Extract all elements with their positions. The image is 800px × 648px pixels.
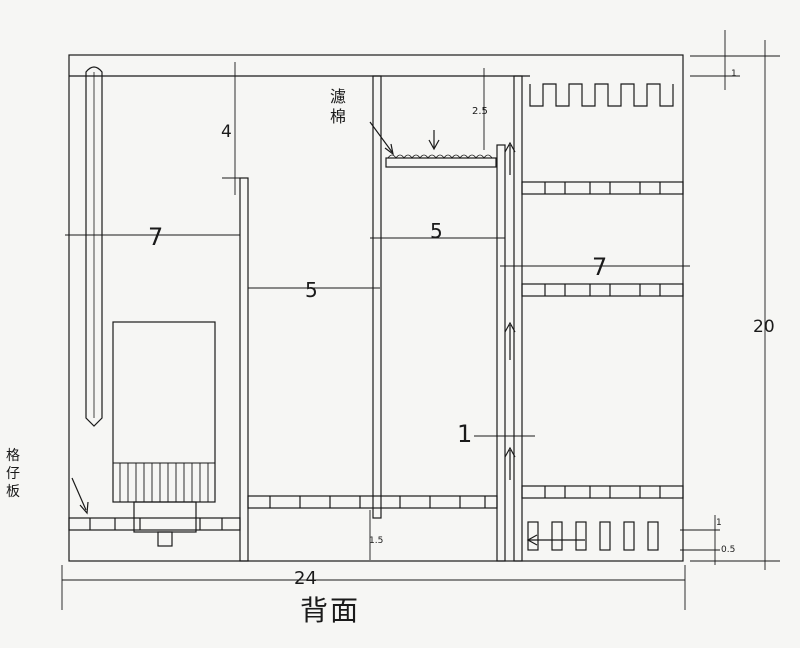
baffle-4 [513,75,523,562]
filter-wool [387,154,493,159]
pump-grill [113,462,215,502]
dim-total-width: 24 [294,568,317,589]
grid-board-middle [247,495,498,509]
dim-bottom-spacing-2: 0.5 [721,545,735,555]
label-grid-board-3: 板 [6,484,20,500]
grid-board-3 [521,485,684,499]
baffle-2 [372,75,382,519]
bottom-slots [527,521,659,551]
dim-bottom-spacing-1: 1 [716,518,722,528]
flow-arrows [71,121,585,546]
dim-right-chamber: 7 [592,253,607,281]
dim-sponge-top: 2.5 [472,106,488,117]
filter-tray [385,157,497,168]
baffle-1 [239,177,249,562]
dim-overflow-gap: 4 [221,122,232,142]
drain-pipe [85,66,103,427]
pump-foot [157,531,173,547]
dim-top-notch: 1 [731,69,737,79]
grid-board-1 [521,181,684,195]
dim-left-chamber: 7 [148,223,163,251]
dim-baffle-gap: 1 [457,420,472,448]
dimension-lines [61,30,780,610]
baffle-3 [496,144,506,562]
label-filter-material-1: 濾 [330,87,346,106]
label-filter-material-2: 棉 [330,107,346,126]
label-grid-board-2: 仔 [6,466,20,482]
dim-center-chamber: 5 [430,219,443,243]
dim-bottom-gap: 1.5 [369,536,383,546]
label-view-2: 面 [330,594,358,627]
grid-board-2 [521,283,684,297]
dim-middle-gap: 5 [305,278,318,302]
label-grid-board-1: 格 [6,448,20,464]
grid-board-left [68,517,241,531]
dim-total-height: 20 [753,317,775,337]
label-view-1: 背 [300,594,328,627]
tank-outline [68,54,684,562]
pump-base [133,501,197,533]
overflow-teeth [529,83,674,107]
